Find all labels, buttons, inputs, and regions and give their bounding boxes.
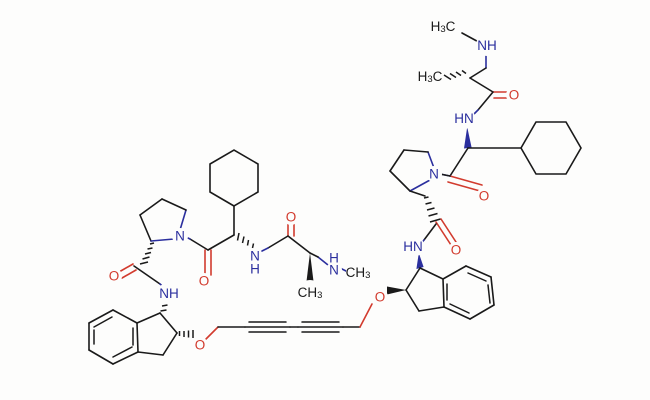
left-acyl-carbonyl-o: O <box>199 274 210 289</box>
right-indane-benzene <box>442 265 495 320</box>
right-alanine-stereo-hash <box>443 69 467 81</box>
left-indane-amide-label: NH <box>159 286 179 301</box>
left-pyrrolidine-ring <box>139 198 187 242</box>
right-alanine-methyl-label: H3C <box>418 69 443 85</box>
left-alanine-stereo-wedge <box>306 253 314 282</box>
right-amine-label: NH <box>477 38 497 53</box>
left-ether-o: O <box>195 338 206 353</box>
left-amide-n: N <box>250 249 260 264</box>
left-amine-n: N <box>329 263 339 278</box>
diyne-linker <box>205 303 373 340</box>
left-arm <box>88 149 349 365</box>
right-cyclohexyl-ring <box>520 121 582 175</box>
right-indane-amide-label: HN <box>403 239 423 254</box>
right-pyrrolidine-ring <box>389 149 435 192</box>
right-indane-c1-stereo-wedge <box>416 253 424 269</box>
left-amine-h: H <box>329 251 339 266</box>
left-cyclohexylglycine-stereo-hash <box>236 232 255 249</box>
left-ether-stereo-hash <box>178 330 194 338</box>
left-indane-cyclopentane <box>136 312 178 356</box>
alkyne-bond-2 <box>297 321 344 333</box>
right-ether-stereo-wedge <box>387 286 406 295</box>
right-indane-cyclopentane <box>405 267 445 312</box>
alkyne-bond-1 <box>244 321 291 333</box>
left-proline-carbonyl-o: O <box>109 269 120 284</box>
right-ether-o: O <box>375 290 386 305</box>
right-ala-carbonyl <box>492 91 510 99</box>
left-amide-h: H <box>250 262 260 277</box>
right-acyl-carbonyl <box>447 175 483 192</box>
left-ala-carbonyl-o: O <box>286 210 297 225</box>
right-amide-nh-label: HN <box>454 111 474 126</box>
left-acyl-carbonyl <box>204 249 212 276</box>
right-cyclohexylglycine-stereo-wedge <box>464 127 472 149</box>
right-acyl-carbonyl-o: O <box>479 189 490 204</box>
right-proline-n: N <box>429 167 439 182</box>
left-indane-benzene <box>88 309 139 365</box>
right-n-methyl-label: H3C <box>431 19 456 35</box>
right-proline-stereo-hash <box>423 196 441 223</box>
right-proline-carbonyl-o: O <box>451 243 462 258</box>
left-proline-carbonyl <box>118 263 137 279</box>
left-arm-labels: O H N CH3 CH3 N H O N O NH O <box>106 209 370 353</box>
right-proline-carbonyl <box>435 218 457 246</box>
left-alanine-methyl-label: CH3 <box>298 285 323 301</box>
left-proline-n: N <box>175 229 185 244</box>
right-arm-labels: H3C NH H3C O HN O N O HN O <box>372 15 522 305</box>
left-proline-stereo-hash <box>139 242 155 265</box>
left-cyclohexyl-ring <box>209 149 259 207</box>
right-ala-carbonyl-o: O <box>509 88 520 103</box>
left-n-methyl-label: CH3 <box>346 265 371 281</box>
right-arm <box>387 32 582 320</box>
